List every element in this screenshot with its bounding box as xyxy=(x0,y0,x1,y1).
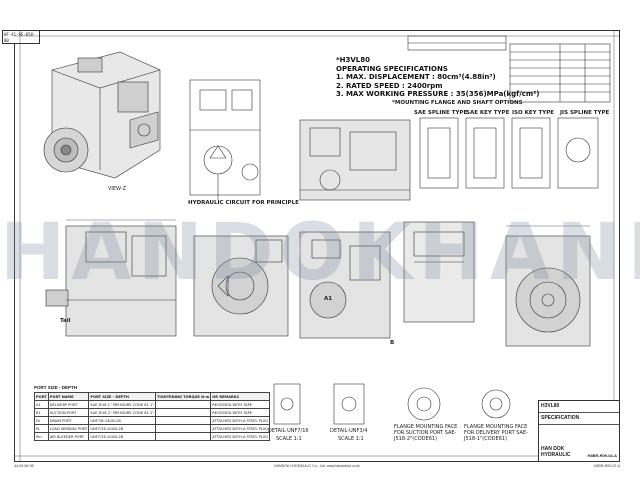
table-cell: RECESSED WITH TAPE xyxy=(210,400,271,409)
nameplate-view xyxy=(403,221,475,323)
sae-spline-label: SAE SPLINE TYPE xyxy=(414,110,468,116)
title-block: H3VL80 SPECIFICATION HAN DOK HYDRAULIC H… xyxy=(538,400,620,462)
table-cell xyxy=(154,416,212,425)
table-cell: UNF7/8-14UN-2B xyxy=(88,416,156,425)
spec-displacement: 1. MAX. DISPLACEMENT : 80cm³(4.88in³) xyxy=(336,73,496,81)
port-table-header: PORT xyxy=(34,392,49,401)
mounting-options-heading: *MOUNTING FLANGE AND SHAFT OPTIONS xyxy=(392,100,523,106)
isometric-pump-view xyxy=(43,51,161,179)
company-line-2: HYDRAULIC xyxy=(541,452,571,458)
sae-key-label: SAE KEY TYPE xyxy=(466,110,510,116)
drawing-frame xyxy=(14,30,620,462)
bottom-details xyxy=(273,383,511,425)
table-cell: A1 xyxy=(34,400,49,409)
title-doc-type: SPECIFICATION xyxy=(539,415,619,425)
table-cell: SAE J518 2" PRESSURE CODE 61 2" xyxy=(88,408,156,417)
table-cell: UNF7/16-20UN-2B xyxy=(88,424,156,433)
front-view xyxy=(193,235,289,337)
port-table-header: TIGHTENING TORQUE N·m xyxy=(154,392,212,401)
hydraulic-circuit-diagram xyxy=(189,79,261,200)
table-cell: PL xyxy=(34,424,49,433)
scale-caption-2: SCALE 1:1 xyxy=(338,436,364,442)
spline-spec-table xyxy=(509,43,611,103)
table-cell: RECESSED WITH TAPE xyxy=(210,408,271,417)
port-table-header: OR REMARKS xyxy=(210,392,271,401)
spec-model: *H3VL80 xyxy=(336,56,371,64)
table-cell: DELIVERY PORT xyxy=(47,400,90,409)
footer-right: H3BR-R09-02-A xyxy=(593,464,620,468)
iso-key-label: ISO KEY TYPE xyxy=(512,110,555,116)
table-cell: DRAIN PORT xyxy=(47,416,90,425)
footer-left: 44-00-06-05 xyxy=(14,464,34,468)
top-side-view xyxy=(299,119,411,201)
detail-unf34-caption: DETAIL-UNF3/4 xyxy=(330,428,368,434)
mounting-flange-view xyxy=(505,225,591,347)
flange-delivery-caption: FLANGE MOUNTING FACE FOR DELIVERY PORT S… xyxy=(464,424,528,442)
port-size-table: PORT PORT NAME PORT SIZE - DEPTH TIGHTEN… xyxy=(34,392,271,441)
table-cell: Dr xyxy=(34,416,49,425)
port-a1-label: A1 xyxy=(324,296,333,302)
footer-center: HANDOK HYDRAULIC Co., Ltd. www.handokhd.… xyxy=(274,464,360,468)
table-row: A1 DELIVERY PORT SAE J518 1" PRESSURE CO… xyxy=(34,400,271,409)
view-z-caption: VIEW-Z xyxy=(108,186,127,192)
port-table-header: PORT NAME xyxy=(47,392,90,401)
rear-view xyxy=(299,231,391,339)
title-model: H3VL80 xyxy=(539,403,619,413)
company-line-1: HAN DOK xyxy=(541,446,565,452)
table-cell: Pm xyxy=(34,432,49,441)
table-cell xyxy=(154,408,212,417)
operating-specifications: *H3VL80 OPERATING SPECIFICATIONS 1. MAX.… xyxy=(336,56,576,99)
port-table-header: PORT SIZE - DEPTH xyxy=(88,392,156,401)
table-cell: SAE J518 1" PRESSURE CODE 61 1" xyxy=(88,400,156,409)
table-cell: AIR BLEEDER PORT xyxy=(47,432,90,441)
table-cell: UNF7/16-20UN-2B xyxy=(88,432,156,441)
table-cell xyxy=(154,400,212,409)
table-cell xyxy=(154,432,212,441)
left-side-view xyxy=(45,219,177,337)
document-stamp: HF-41-9E-058-00 xyxy=(2,30,40,44)
table-cell: ATTACHED WITH A STEEL PLUG xyxy=(210,424,271,433)
detail-unf716-caption: DETAIL-UNF7/16 xyxy=(268,428,309,434)
table-row: Pm AIR BLEEDER PORT UNF7/16-20UN-2B ATTA… xyxy=(34,432,271,441)
spec-rated-speed: 2. RATED SPEED : 2400rpm xyxy=(336,81,443,90)
spec-heading: OPERATING SPECIFICATIONS xyxy=(336,64,448,73)
scale-caption-1: SCALE 1:1 xyxy=(276,436,302,442)
port-table-header-row: PORT PORT NAME PORT SIZE - DEPTH TIGHTEN… xyxy=(34,392,271,401)
table-row: Dr DRAIN PORT UNF7/8-14UN-2B ATTACHED WI… xyxy=(34,416,271,425)
drawing-number: H3BR-R09-02-A xyxy=(587,453,617,458)
table-cell: ATTACHED WITH A STEEL PLUG xyxy=(210,432,271,441)
port-b-label: B xyxy=(390,340,395,346)
table-cell: LOAD SENSING PORT xyxy=(47,424,90,433)
table-row: B1 SUCTION PORT SAE J518 2" PRESSURE COD… xyxy=(34,408,271,417)
table-cell: ATTACHED WITH A STEEL PLUG xyxy=(210,416,271,425)
flange-suction-caption: FLANGE MOUNTING FACE FOR SUCTION PORT SA… xyxy=(394,424,458,442)
hydraulic-circuit-caption: HYDRAULIC CIRCUIT FOR PRINCIPLE xyxy=(188,200,299,206)
port-table-title: PORT SIZE - DEPTH xyxy=(34,385,78,390)
table-cell: SUCTION PORT xyxy=(47,408,90,417)
table-cell: B1 xyxy=(34,408,49,417)
table-cell xyxy=(154,424,212,433)
company-name: HAN DOK HYDRAULIC xyxy=(541,446,570,458)
tail-label: Tail xyxy=(60,318,71,324)
shaft-options xyxy=(419,117,599,189)
revision-block xyxy=(407,35,507,51)
table-row: PL LOAD SENSING PORT UNF7/16-20UN-2B ATT… xyxy=(34,424,271,433)
spec-max-pressure: 3. MAX WORKING PRESSURE : 35(356)MPa(kgf… xyxy=(336,90,540,98)
jis-spline-label: JIS SPLINE TYPE xyxy=(560,110,610,116)
